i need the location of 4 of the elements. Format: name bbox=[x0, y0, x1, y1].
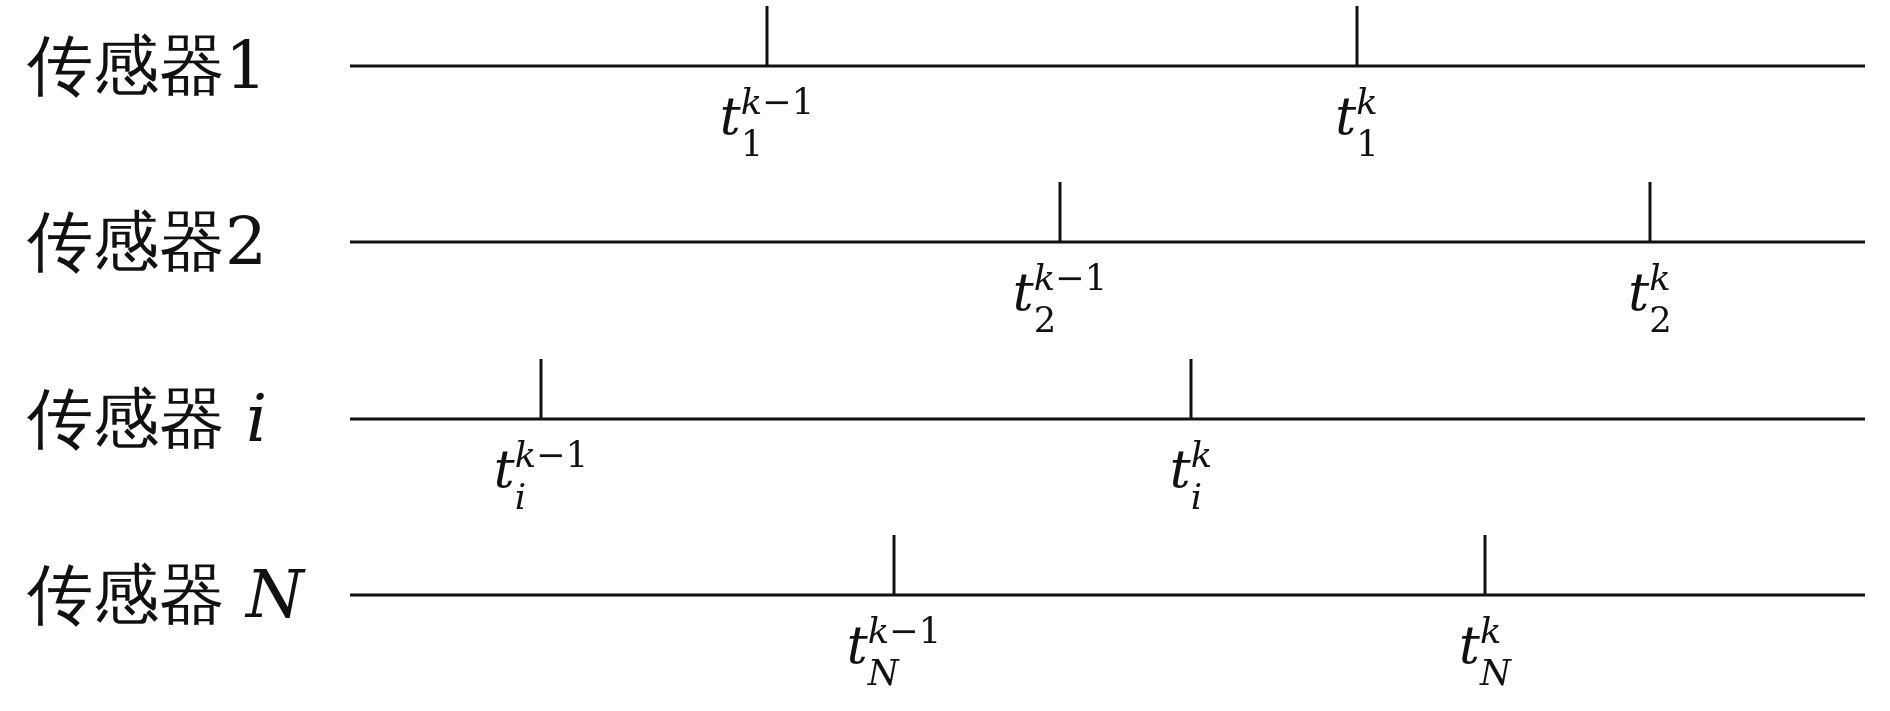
sensor-label: 传感器2 bbox=[27, 209, 267, 275]
sensor-label: 传感器 N bbox=[27, 562, 304, 628]
sensor-label: 传感器 i bbox=[27, 386, 268, 452]
sensor-label: 传感器1 bbox=[27, 33, 267, 99]
